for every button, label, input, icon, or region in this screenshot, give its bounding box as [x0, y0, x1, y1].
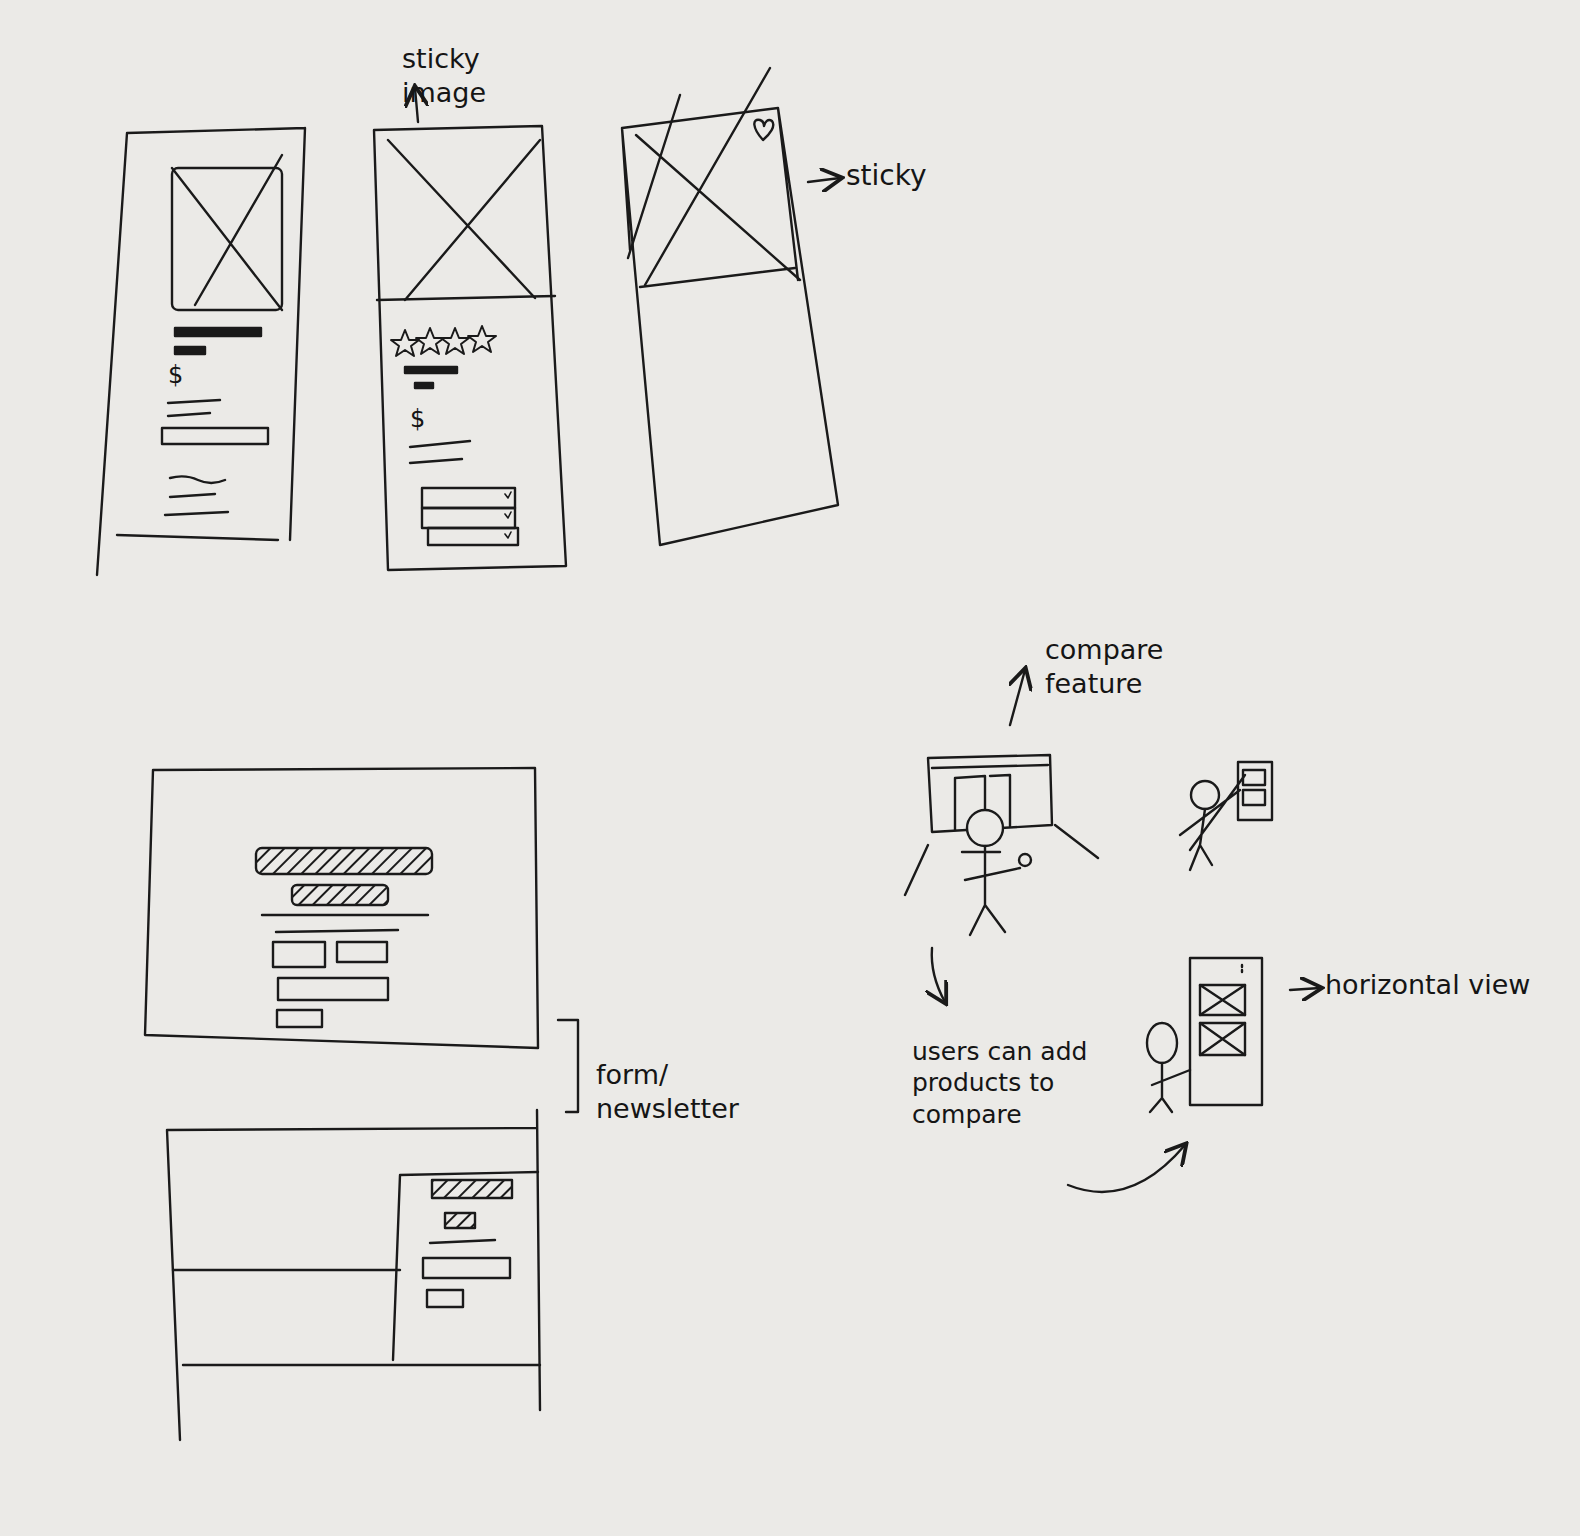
annotation: sticky: [846, 158, 956, 193]
price-symbol: $: [168, 360, 198, 390]
desktop-wireframe: [167, 1110, 540, 1440]
desktop-wireframe: [145, 768, 538, 1048]
annotation: compare feature: [1045, 633, 1220, 701]
phone-wireframe: [374, 126, 566, 570]
price-symbol: $: [410, 404, 440, 434]
phone-wireframe: [622, 68, 838, 545]
annotation: horizontal view: [1325, 968, 1555, 1002]
annotation: users can add products to compare: [912, 1036, 1127, 1130]
annotation: sticky image: [402, 42, 542, 110]
compare-illustration: [905, 670, 1320, 1192]
phone-wireframe: [97, 128, 305, 575]
annotation: form/ newsletter: [596, 1058, 771, 1126]
